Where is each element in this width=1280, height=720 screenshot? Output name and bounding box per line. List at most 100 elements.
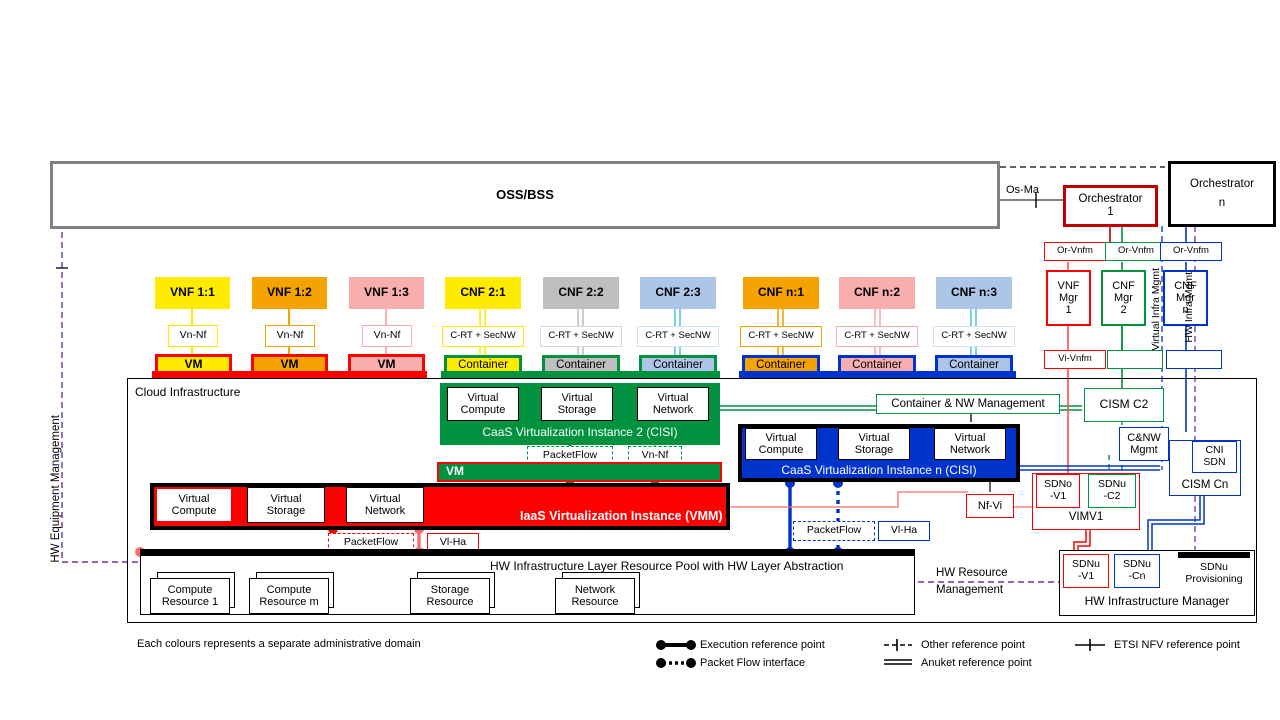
container-2-2[interactable]: Container [542, 355, 620, 376]
cisin-title: CaaS Virtualization Instance n (CISI) [781, 463, 977, 478]
virtual-infra-mgmt-label: Virtual Infra Mgmt [1150, 268, 1162, 351]
vnf-1-1[interactable]: VNF 1:1 [155, 277, 230, 309]
vmm-virtual-network[interactable]: Virtual Network [346, 487, 424, 523]
network-resource-l1: Network [574, 583, 616, 596]
cloud-infrastructure-label: Cloud Infrastructure [135, 385, 241, 399]
vn-nf-2-label: Vn-Nf [276, 329, 304, 342]
crt-secnw-2-1[interactable]: C-RT + SecNW [442, 326, 524, 347]
crt-secnw-n-2[interactable]: C-RT + SecNW [836, 326, 918, 347]
container-2-2-label: Container [556, 359, 606, 372]
vnf-1-3[interactable]: VNF 1:3 [349, 277, 424, 309]
compute-resource-1[interactable]: Compute Resource 1 [150, 578, 230, 614]
container-host-bar-green [441, 371, 720, 379]
or-vnfm-green[interactable]: Or-Vnfm [1105, 242, 1167, 261]
cisin-virtual-compute[interactable]: Virtual Compute [745, 428, 817, 460]
cisin-packetflow-rp[interactable]: PacketFlow [793, 521, 875, 541]
crt-secnw-2-2[interactable]: C-RT + SecNW [540, 326, 622, 347]
vi-vnfm-green-blank[interactable] [1107, 350, 1163, 369]
cnf-2-1[interactable]: CNF 2:1 [445, 277, 521, 309]
vm-1-label: VM [184, 357, 203, 372]
crt-secnw-n-1[interactable]: C-RT + SecNW [740, 326, 822, 347]
vnf-mgr-1-l2: Mgr [1059, 291, 1078, 304]
vmm-virtual-storage[interactable]: Virtual Storage [247, 487, 325, 523]
vim-v1-label: VIMV1 [1068, 510, 1104, 523]
cisin-vl-ha-rp[interactable]: Vl-Ha [878, 521, 930, 541]
cisi2-virtual-network[interactable]: Virtual Network [637, 387, 709, 421]
cnf-n-3-label: CNF n:3 [951, 285, 997, 300]
hw-resource-management-l2: Management [936, 584, 1004, 596]
container-2-1[interactable]: Container [444, 355, 522, 376]
cisi2-title: CaaS Virtualization Instance 2 (CISI) [482, 425, 678, 440]
or-vnfm-green-label: Or-Vnfm [1118, 245, 1154, 257]
nf-vi-rp[interactable]: Nf-Vi [966, 494, 1014, 518]
cnf-mgr-2-l1: CNF [1112, 279, 1135, 292]
cnf-n-2-label: CNF n:2 [854, 285, 900, 300]
cism-c2[interactable]: CISM C2 [1084, 388, 1164, 422]
cisin-virtual-network[interactable]: Virtual Network [934, 428, 1006, 460]
orchestrator-1[interactable]: Orchestrator 1 [1063, 185, 1158, 227]
or-vnfm-red[interactable]: Or-Vnfm [1044, 242, 1106, 261]
vmm-title: IaaS Virtualization Instance (VMM) [520, 509, 723, 523]
storage-resource[interactable]: Storage Resource [410, 578, 490, 614]
or-vnfm-blue[interactable]: Or-Vnfm [1160, 242, 1222, 261]
vn-nf-2[interactable]: Vn-Nf [265, 325, 315, 347]
cnf-mgr-2[interactable]: CNF Mgr 2 [1101, 270, 1146, 326]
cisi2-virtual-storage[interactable]: Virtual Storage [541, 387, 613, 421]
legend-item-other: Other reference point [921, 639, 1025, 651]
vn-nf-1[interactable]: Vn-Nf [168, 325, 218, 347]
cnf-n-1-label: CNF n:1 [758, 285, 804, 300]
compute-resource-m-l1: Compute [266, 583, 312, 596]
cisi2-vm-bar[interactable] [437, 462, 722, 482]
sdnu-cn[interactable]: SDNu -Cn [1114, 554, 1160, 588]
vi-vnfm-label: Vi-Vnfm [1058, 353, 1092, 365]
vi-vnfm-red[interactable]: Vi-Vnfm [1044, 350, 1106, 369]
container-nw-management[interactable]: Container & NW Management [876, 394, 1060, 414]
vnf-1-3-label: VNF 1:3 [364, 285, 409, 300]
vn-nf-3[interactable]: Vn-Nf [362, 325, 412, 347]
vnf-mgr-1-l3: 1 [1065, 304, 1072, 317]
sdnu-provisioning[interactable]: SDNu Provisioning [1185, 561, 1243, 585]
c-nw-mgmt[interactable]: C&NW Mgmt [1119, 427, 1169, 461]
vn-nf-3-label: Vn-Nf [373, 329, 401, 342]
network-resource[interactable]: Network Resource [555, 578, 635, 614]
vmm-panel[interactable] [150, 483, 730, 530]
orchestrator-n[interactable]: Orchestrator n [1168, 161, 1276, 227]
cisin-virtual-compute-label: Virtual Compute [758, 431, 804, 456]
cisin-virtual-storage[interactable]: Virtual Storage [838, 428, 910, 460]
cisi2-virtual-compute-label: Virtual Compute [460, 391, 506, 416]
compute-resource-m[interactable]: Compute Resource m [249, 578, 329, 614]
hw-equipment-management-label: HW Equipment Management [50, 415, 62, 563]
cisi2-virtual-network-label: Virtual Network [652, 391, 694, 416]
vnf-mgr-1[interactable]: VNF Mgr 1 [1046, 270, 1091, 326]
sdno-v1[interactable]: SDNo -V1 [1036, 474, 1080, 508]
sdnu-v1[interactable]: SDNu -V1 [1063, 554, 1109, 588]
cnf-n-3[interactable]: CNF n:3 [936, 277, 1012, 309]
vm-3-label: VM [377, 357, 396, 372]
cnf-mgr-2-l3: 2 [1120, 304, 1127, 317]
cnf-n-1[interactable]: CNF n:1 [743, 277, 819, 309]
ossbss-box[interactable]: OSS/BSS [50, 161, 1000, 229]
vnf-1-2[interactable]: VNF 1:2 [252, 277, 327, 309]
sdnu-c2[interactable]: SDNu -C2 [1088, 474, 1136, 508]
vi-vnfm-blue-blank[interactable] [1166, 350, 1222, 369]
cnf-2-3-label: CNF 2:3 [655, 285, 701, 300]
crt-secnw-n-3[interactable]: C-RT + SecNW [933, 326, 1015, 347]
crt-secnw-2-3[interactable]: C-RT + SecNW [637, 326, 719, 347]
vmm-virtual-compute[interactable]: Virtual Compute [155, 487, 233, 523]
or-vnfm-blue-label: Or-Vnfm [1173, 245, 1209, 257]
crt-secnw-n-2-label: C-RT + SecNW [844, 330, 910, 342]
orchestrator-n-index: n [1218, 197, 1226, 209]
hw-layer-title: HW Infrastructure Layer Resource Pool wi… [490, 559, 844, 573]
cnf-mgr-n[interactable]: CNF Mgr n [1163, 270, 1208, 326]
cnf-n-2[interactable]: CNF n:2 [839, 277, 915, 309]
cnf-mgr-n-l1: CNF [1174, 279, 1197, 292]
sdnu-provisioning-bar [1178, 552, 1250, 558]
cisi2-virtual-compute[interactable]: Virtual Compute [447, 387, 519, 421]
container-2-3-label: Container [653, 359, 703, 372]
cnf-2-2[interactable]: CNF 2:2 [543, 277, 619, 309]
cni-sdn[interactable]: CNI SDN [1192, 441, 1237, 473]
vnf-1-2-label: VNF 1:2 [267, 285, 312, 300]
cnf-2-3[interactable]: CNF 2:3 [640, 277, 716, 309]
container-host-bar-blue [739, 371, 1016, 379]
ossbss-label: OSS/BSS [496, 186, 554, 202]
